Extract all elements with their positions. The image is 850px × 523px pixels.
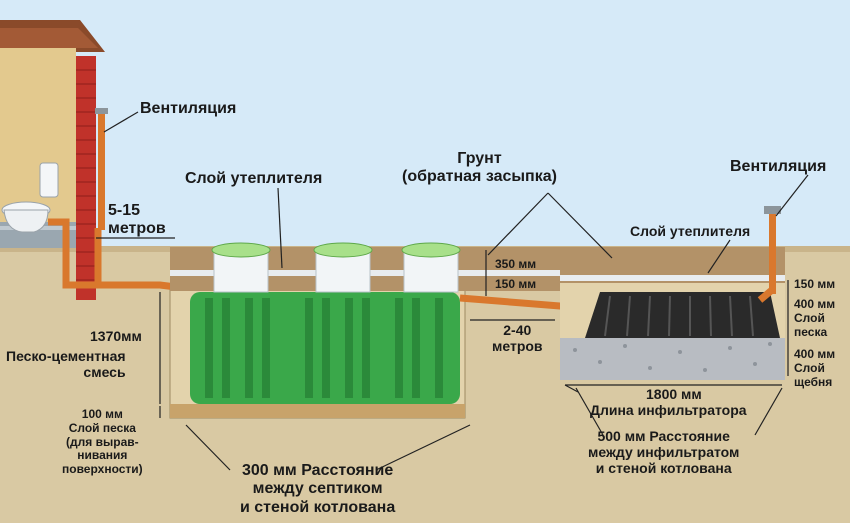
label-gap-septic: 300 мм Расстояние между септиком и стено…: [240, 462, 396, 516]
label-ventilation-right: Вентиляция: [730, 158, 827, 175]
house: [0, 20, 105, 300]
tank-neck-2: [313, 242, 373, 293]
label-dim-1370: 1370мм: [90, 328, 142, 344]
label-gap-infiltrator: 500 мм Расстояние между инфильтратом и с…: [588, 428, 740, 477]
septic-sand-base: [170, 404, 465, 418]
septic-tank: [190, 242, 461, 404]
gravel-layer: [560, 338, 785, 380]
infiltrator: [585, 292, 780, 338]
label-insulation-left: Слой утеплителя: [185, 170, 323, 187]
vent-pipe-right: [769, 212, 776, 294]
label-dim-150-right: 150 мм: [794, 277, 836, 291]
tank-neck-1: [211, 242, 271, 293]
label-sand-cement: Песко-цементная смесь: [6, 348, 126, 381]
toilet-icon: [1, 162, 59, 233]
label-ventilation-left: Вентиляция: [140, 100, 237, 117]
label-dim-400-gravel: 400 мм Слой щебня: [794, 347, 836, 389]
label-infiltrator-length: Длина инфильтратора: [590, 402, 747, 418]
dimension-lines: [96, 237, 789, 418]
label-sand-layer: 100 мм Слой песка (для вырав- нивания по…: [62, 407, 143, 477]
leader-lines: [103, 111, 809, 471]
label-distance-tanks: 2-40 метров: [492, 322, 543, 355]
tank-neck-3: [401, 242, 461, 293]
insulation-layer-right: [560, 275, 785, 281]
vent-pipe-left: [98, 112, 105, 230]
label-dim-350: 350 мм: [495, 257, 537, 271]
label-dim-150-left: 150 мм: [495, 277, 537, 291]
label-dim-400-sand: 400 мм Слой песка: [794, 297, 836, 339]
brick-wall: [76, 56, 96, 300]
sky: [0, 0, 850, 250]
label-dim-1800: 1800 мм: [646, 386, 702, 402]
label-soil-backfill: Грунт (обратная засыпка): [402, 150, 557, 186]
label-distance-house: 5-15 метров: [108, 202, 166, 238]
label-insulation-right: Слой утеплителя: [630, 223, 751, 239]
